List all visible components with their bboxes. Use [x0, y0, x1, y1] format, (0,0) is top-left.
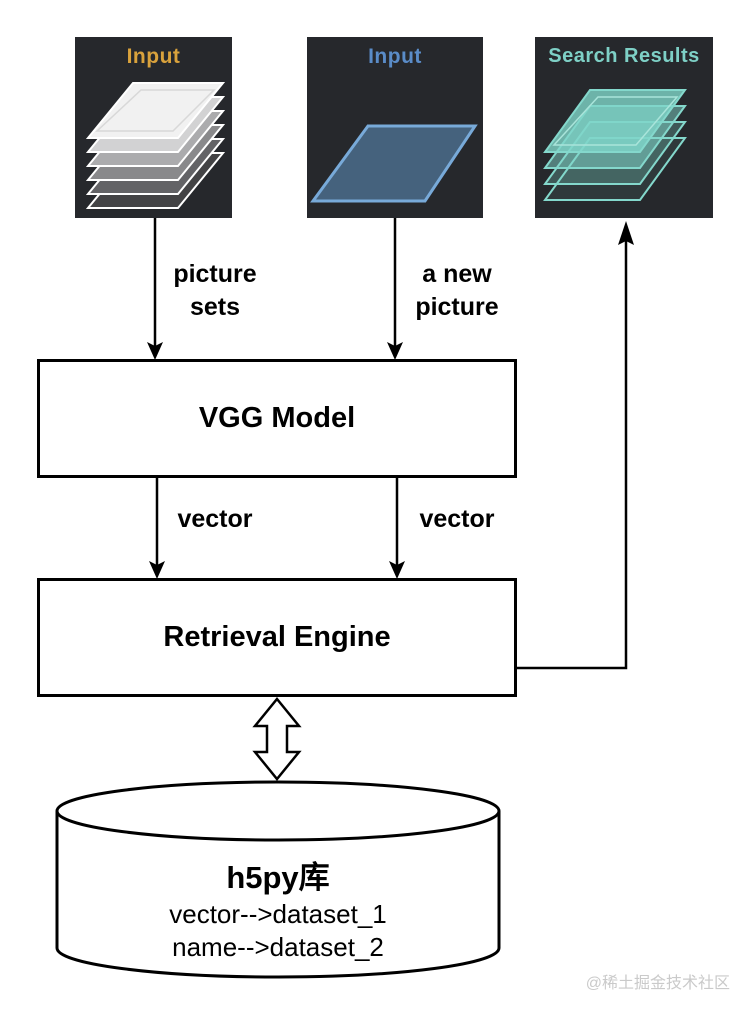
arrowhead-down-icon: [389, 561, 405, 579]
tile-title: Search Results: [548, 45, 700, 67]
database-node-text: h5py库 vector-->dataset_1 name-->dataset_…: [57, 858, 499, 964]
watermark: @稀土掘金技术社区: [585, 975, 730, 992]
edge-label-line: picture: [173, 260, 257, 288]
tile-picture-sets-input: Input: [75, 37, 232, 218]
arrow-new-picture-to-vgg: [387, 218, 403, 360]
edge-label-new-picture: a new picture: [402, 258, 512, 324]
database-mapping-2: name-->dataset_2: [172, 932, 384, 962]
arrow-vector-left: [149, 478, 165, 579]
picture-stack-icon: [85, 82, 226, 209]
edge-label-vector-left: vector: [177, 505, 253, 533]
vgg-model-label: VGG Model: [198, 402, 356, 434]
single-picture-icon: [310, 124, 478, 203]
arrow-picture-sets-to-vgg: [147, 218, 163, 360]
edge-label-vector-right: vector: [419, 505, 495, 533]
tile-title: Input: [126, 45, 181, 68]
database-cylinder: [55, 780, 501, 979]
edge-label-line: a new: [422, 260, 492, 288]
result-stack-icon: [543, 89, 687, 201]
arrow-vector-right: [389, 478, 405, 579]
arrow-retrieval-to-search-results: [517, 221, 634, 670]
tile-new-picture-input: Input: [307, 37, 483, 218]
retrieval-engine-label: Retrieval Engine: [163, 621, 391, 653]
edge-label-line: sets: [189, 293, 241, 321]
tile-search-results: Search Results: [535, 37, 713, 218]
edge-label-picture-sets: picture sets: [160, 258, 270, 324]
database-mapping-1: vector-->dataset_1: [169, 899, 387, 929]
arrowhead-down-icon: [387, 342, 403, 360]
edge-label-line: picture: [415, 293, 499, 321]
database-title: h5py库: [226, 860, 330, 895]
arrowhead-down-icon: [149, 561, 165, 579]
double-arrow-retrieval-database: [252, 697, 302, 781]
retrieval-engine-node: Retrieval Engine: [37, 578, 517, 697]
arrowhead-up-icon: [618, 221, 634, 245]
tile-title: Input: [368, 45, 422, 68]
vgg-model-node: VGG Model: [37, 359, 517, 478]
arrowhead-down-icon: [147, 342, 163, 360]
